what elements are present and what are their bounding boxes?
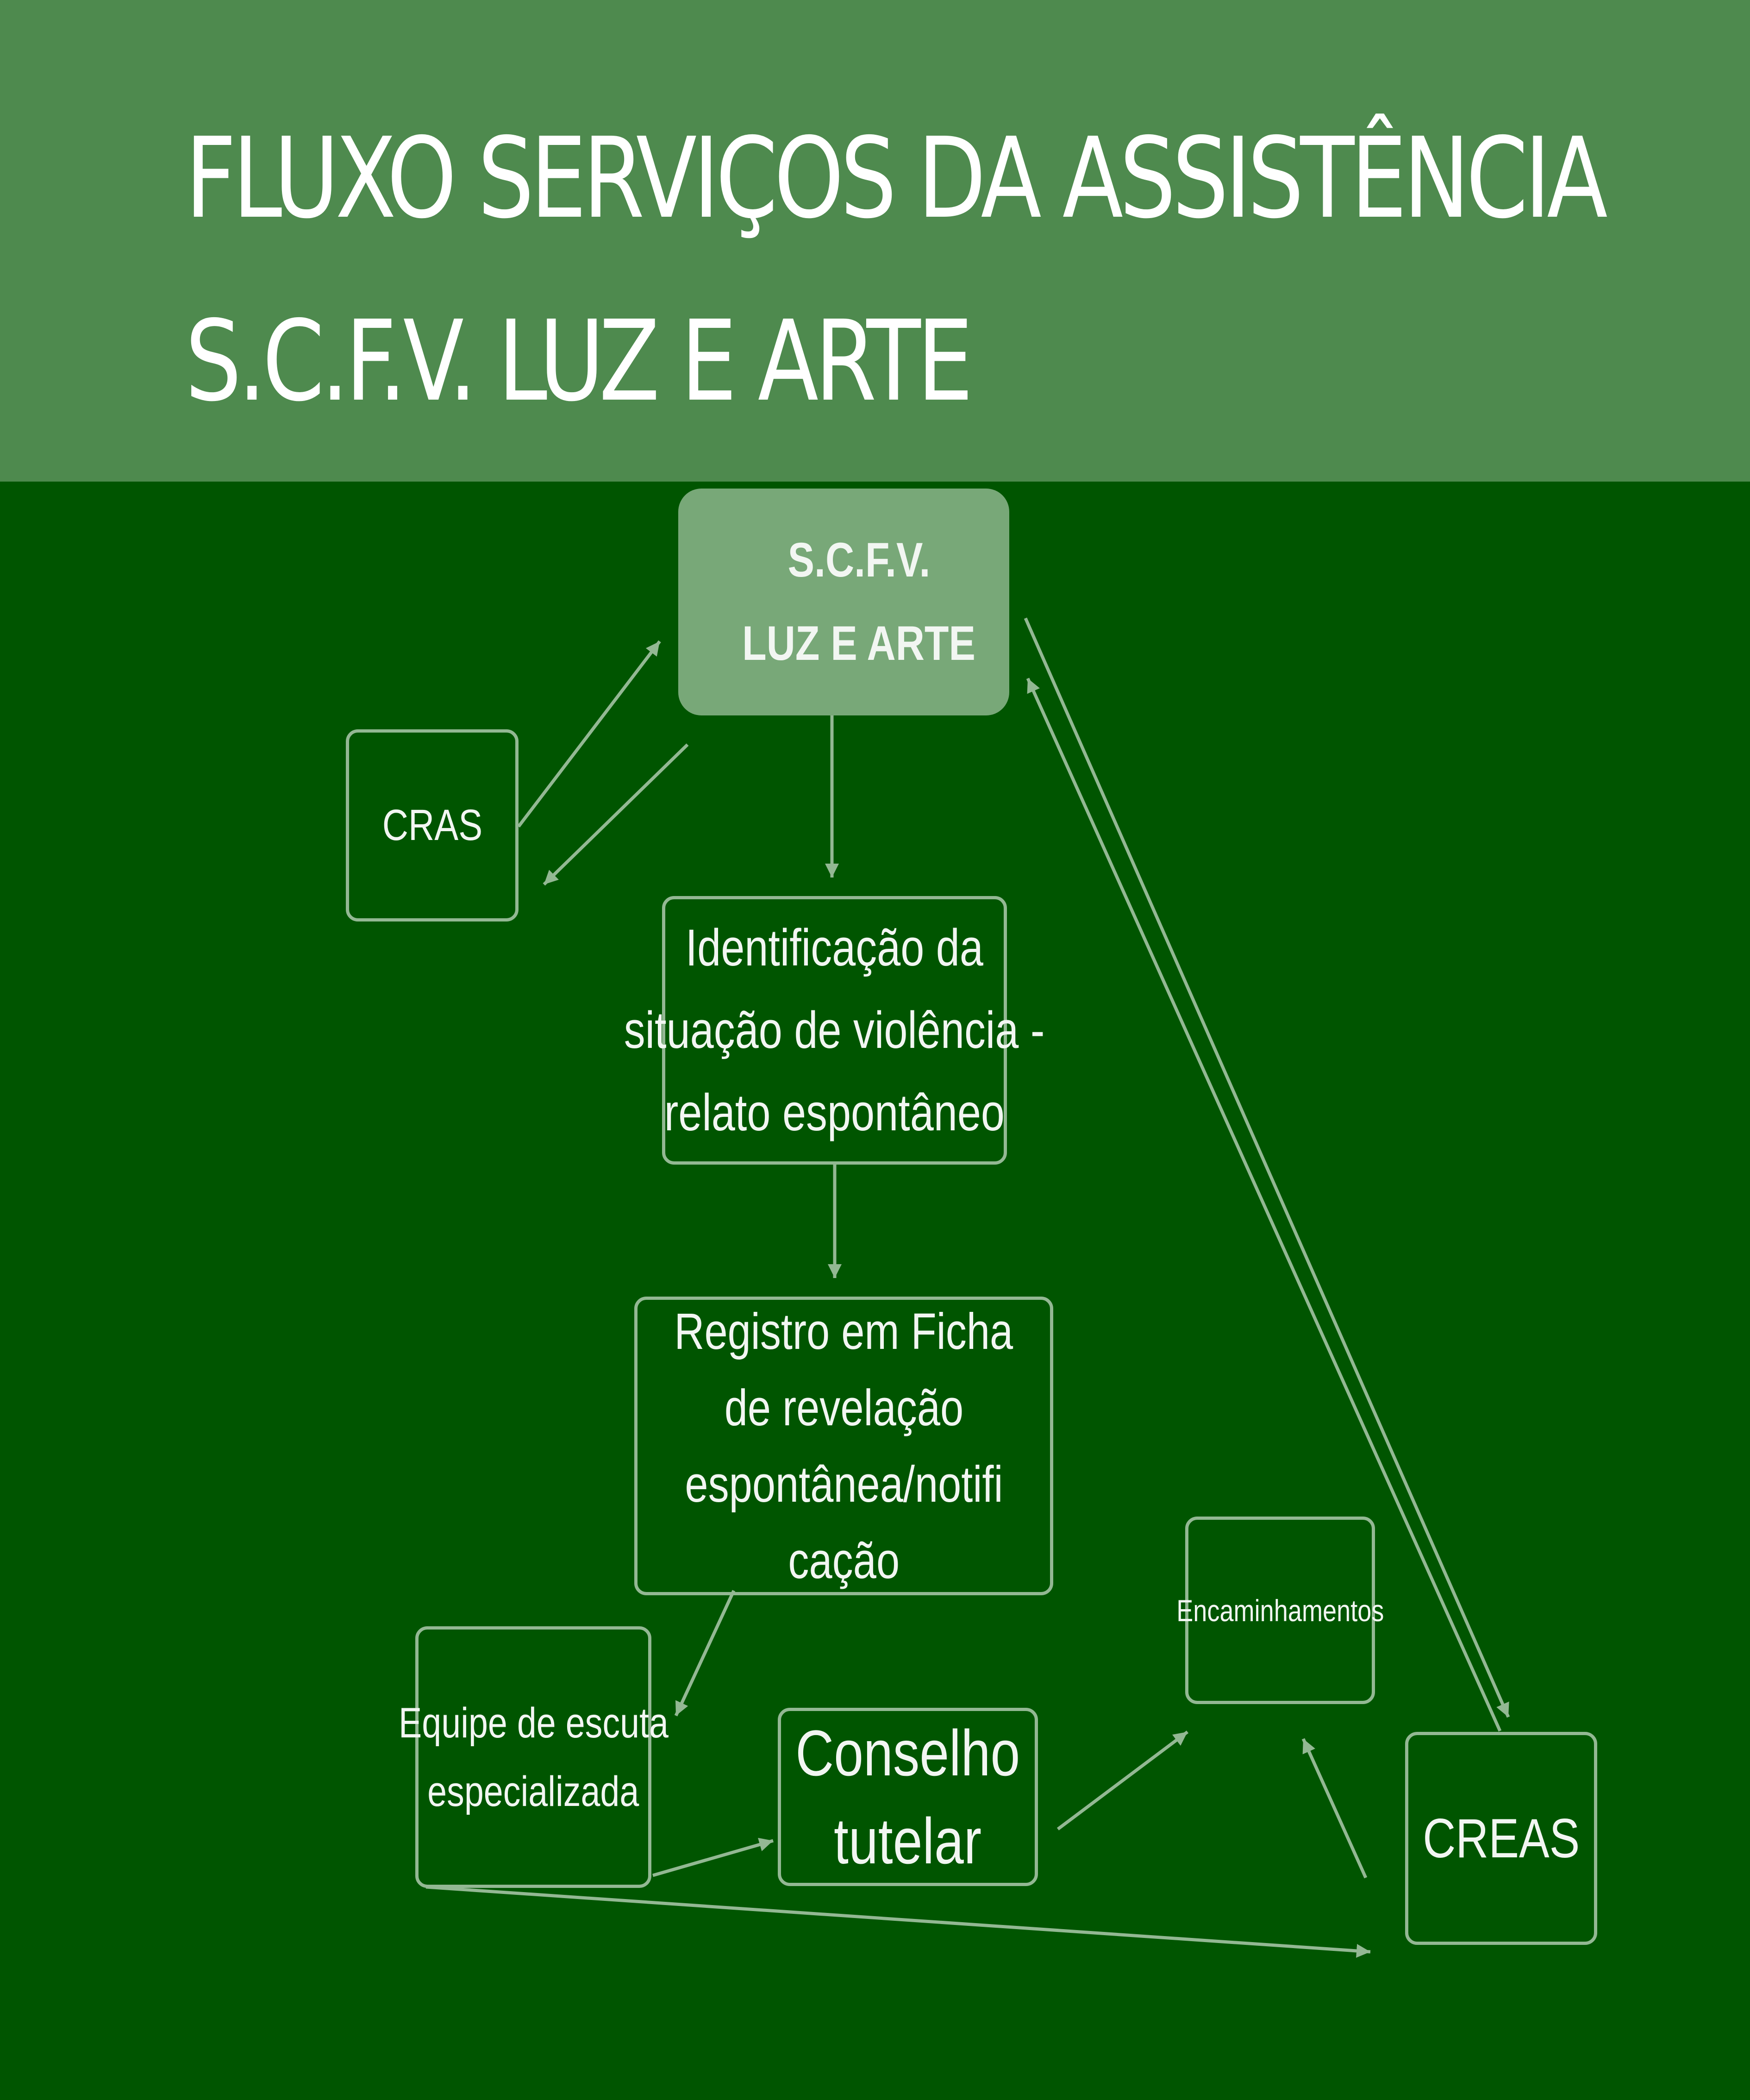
node-creas: CREAS [1405, 1732, 1597, 1945]
arrow-scfv-to-creas [1024, 617, 1510, 1718]
arrow-creas-to-encaminhamentos [1301, 1738, 1368, 1879]
arrow-conselho-to-encaminhamentos [1056, 1730, 1189, 1830]
arrow-equipe-to-creas [425, 1885, 1371, 1958]
header-banner: FLUXO SERVIÇOS DA ASSISTÊNCIA S.C.F.V. L… [0, 0, 1750, 482]
node-equipe-escuta: Equipe de escuta especializada [399, 1626, 669, 1888]
arrow-registro-to-equipe [674, 1590, 736, 1717]
arrow-scfv-to-cras [543, 743, 689, 886]
page-subtitle: S.C.F.V. LUZ E ARTE [185, 296, 973, 426]
arrow-cras-to-scfv [517, 640, 661, 828]
page-title: FLUXO SERVIÇOS DA ASSISTÊNCIA [185, 113, 1608, 243]
node-conselho-tutelar: Conselho tutelar [778, 1708, 1038, 1886]
node-cras: CRAS [346, 729, 519, 921]
arrow-equipe-to-conselho [652, 1837, 774, 1877]
node-scfv-luz-e-arte: S.C.F.V. LUZ E ARTE [678, 489, 1009, 715]
arrow-creas-to-scfv [1026, 677, 1502, 1732]
node-encaminhamentos: Encaminhamentos [1176, 1517, 1384, 1704]
node-identificacao: Identificação da situação de violência -… [624, 896, 1045, 1165]
node-registro-ficha: Registro em Ficha de revelação espontâne… [634, 1297, 1053, 1595]
